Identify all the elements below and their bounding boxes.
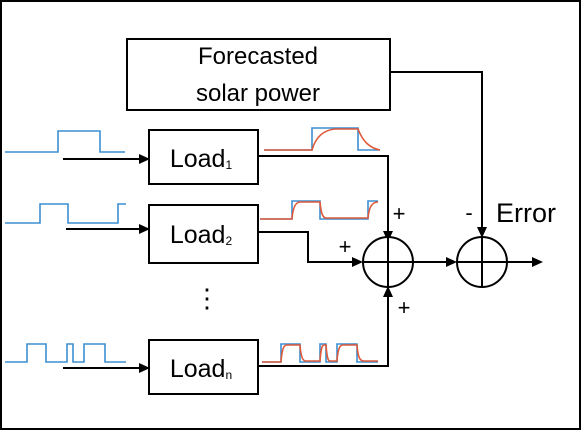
load-n-input-waveform [5, 343, 126, 363]
load-1-label: Load1 [170, 145, 233, 173]
error-label: Error [496, 198, 556, 228]
forecast-box [126, 38, 391, 111]
error-output-arrowhead [532, 257, 543, 267]
load-1-box [148, 129, 259, 185]
load-2-to-sum-arrowhead [352, 257, 363, 267]
load-2-box [148, 204, 259, 264]
forecast-label-line2: solar power [196, 80, 320, 107]
load-1-input-waveform [5, 130, 125, 153]
sum-left-sign: + [339, 234, 352, 259]
sum-to-error-arrowhead [446, 257, 457, 267]
forecast-to-error-wire [390, 71, 483, 228]
load-n-to-sum-arrowhead [383, 286, 393, 297]
load-2-to-sum-wire [258, 231, 354, 263]
load-n-box [148, 339, 259, 395]
load-n-to-sum-wire [258, 296, 389, 367]
load-2-input-waveform [5, 203, 126, 224]
forecast-label-line1: Forecasted [198, 43, 318, 70]
load-1-to-sum-wire [258, 155, 389, 232]
load-n-label: Loadn [170, 355, 232, 383]
load-n-input-arrowhead [139, 363, 150, 373]
forecast-to-error-arrowhead [477, 227, 487, 238]
ellipsis-dots: ⋮ [194, 283, 220, 313]
load-1-input-arrowhead [139, 154, 150, 164]
load-1-output-response-waveform [264, 128, 381, 151]
load-2-output-response-waveform [260, 201, 379, 220]
load-n-output-response-waveform [262, 344, 378, 363]
load-n-output-input-waveform [262, 343, 378, 363]
load-2-input-arrowhead [139, 224, 150, 234]
load-2-label: Load2 [170, 221, 233, 249]
error-top-sign: - [465, 200, 472, 225]
sum-top-sign: + [393, 201, 406, 226]
load-2-output-input-waveform [260, 200, 378, 220]
sum-bottom-sign: + [398, 295, 411, 320]
